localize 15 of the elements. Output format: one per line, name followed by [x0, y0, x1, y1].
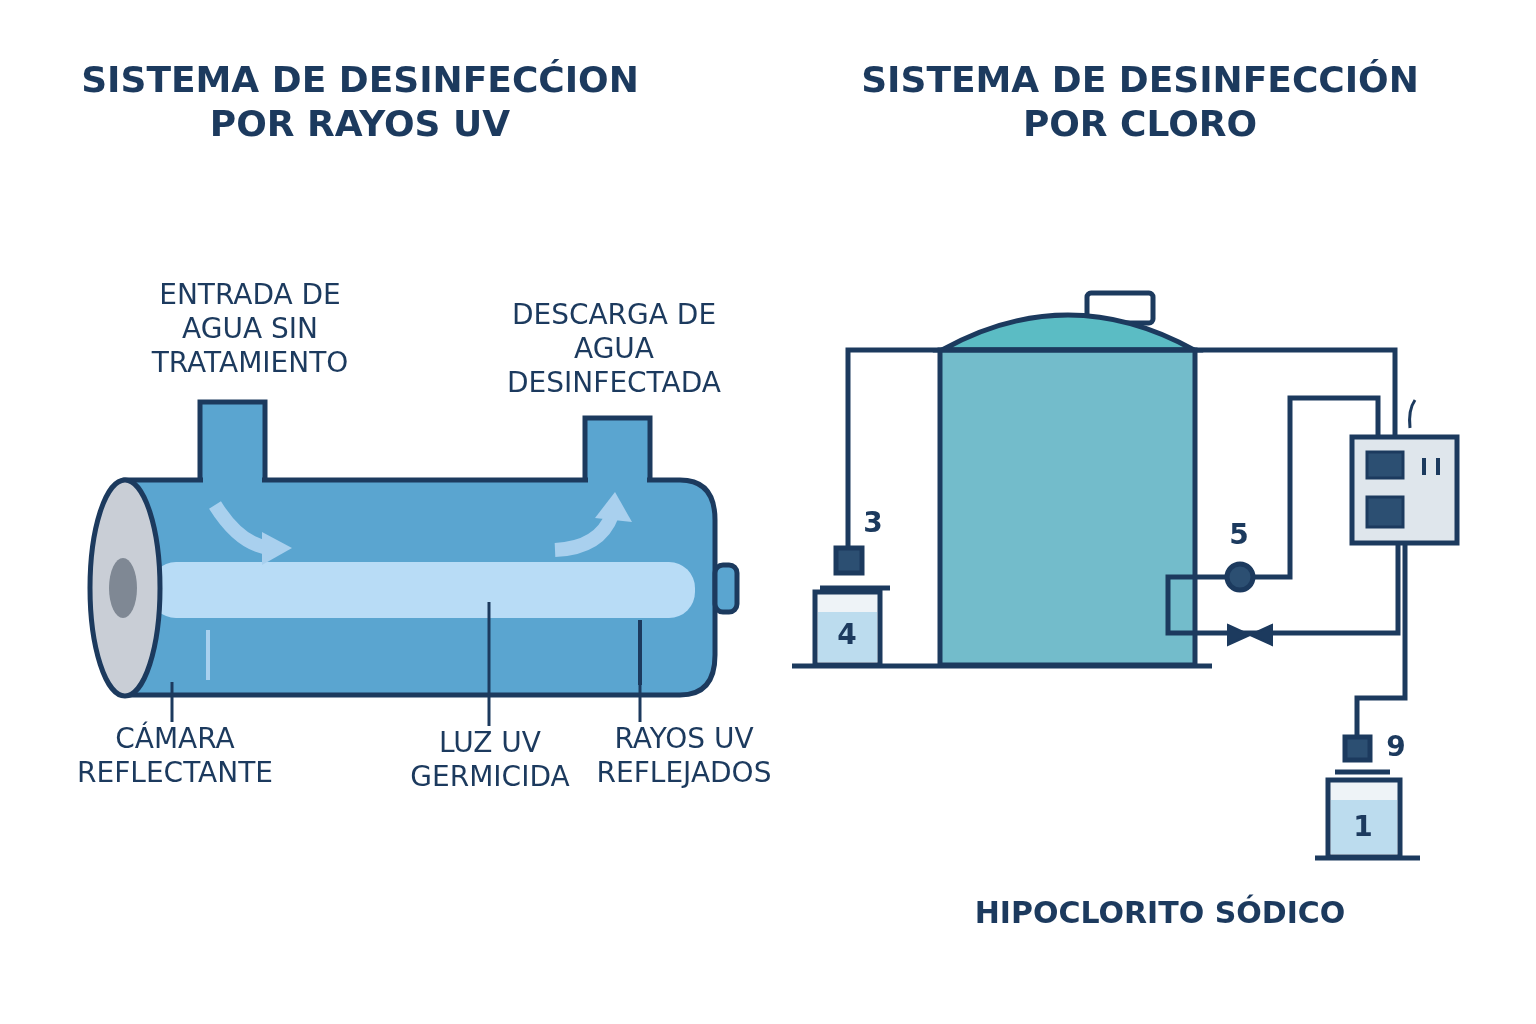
callout-number: 9	[1385, 730, 1407, 765]
part-label: CÁMARA REFLECTANTE	[60, 722, 290, 791]
inlet-label: ENTRADA DE AGUA SIN TRATAMIENTO	[150, 278, 350, 381]
callout-number: 4	[836, 618, 858, 653]
leader-line	[487, 602, 491, 726]
leader-line	[170, 682, 174, 722]
section-heading: SISTEMA DE DESINFECCIÓN POR CLORO	[860, 58, 1420, 146]
chemical-label: HIPOCLORITO SÓDICO	[973, 895, 1347, 932]
part-label: RAYOS UV REFLEJADOS	[584, 722, 784, 791]
part-label: LUZ UV GERMICIDA	[395, 726, 585, 795]
callout-number: 1	[1352, 810, 1374, 845]
callout-number: 3	[862, 506, 884, 541]
outlet-label: DESCARGA DE AGUA DESINFECTADA	[506, 298, 722, 401]
callout-number: 5	[1228, 518, 1250, 553]
section-heading: SISTEMA DE DESINFECĆION POR RAYOS UV	[80, 58, 640, 146]
